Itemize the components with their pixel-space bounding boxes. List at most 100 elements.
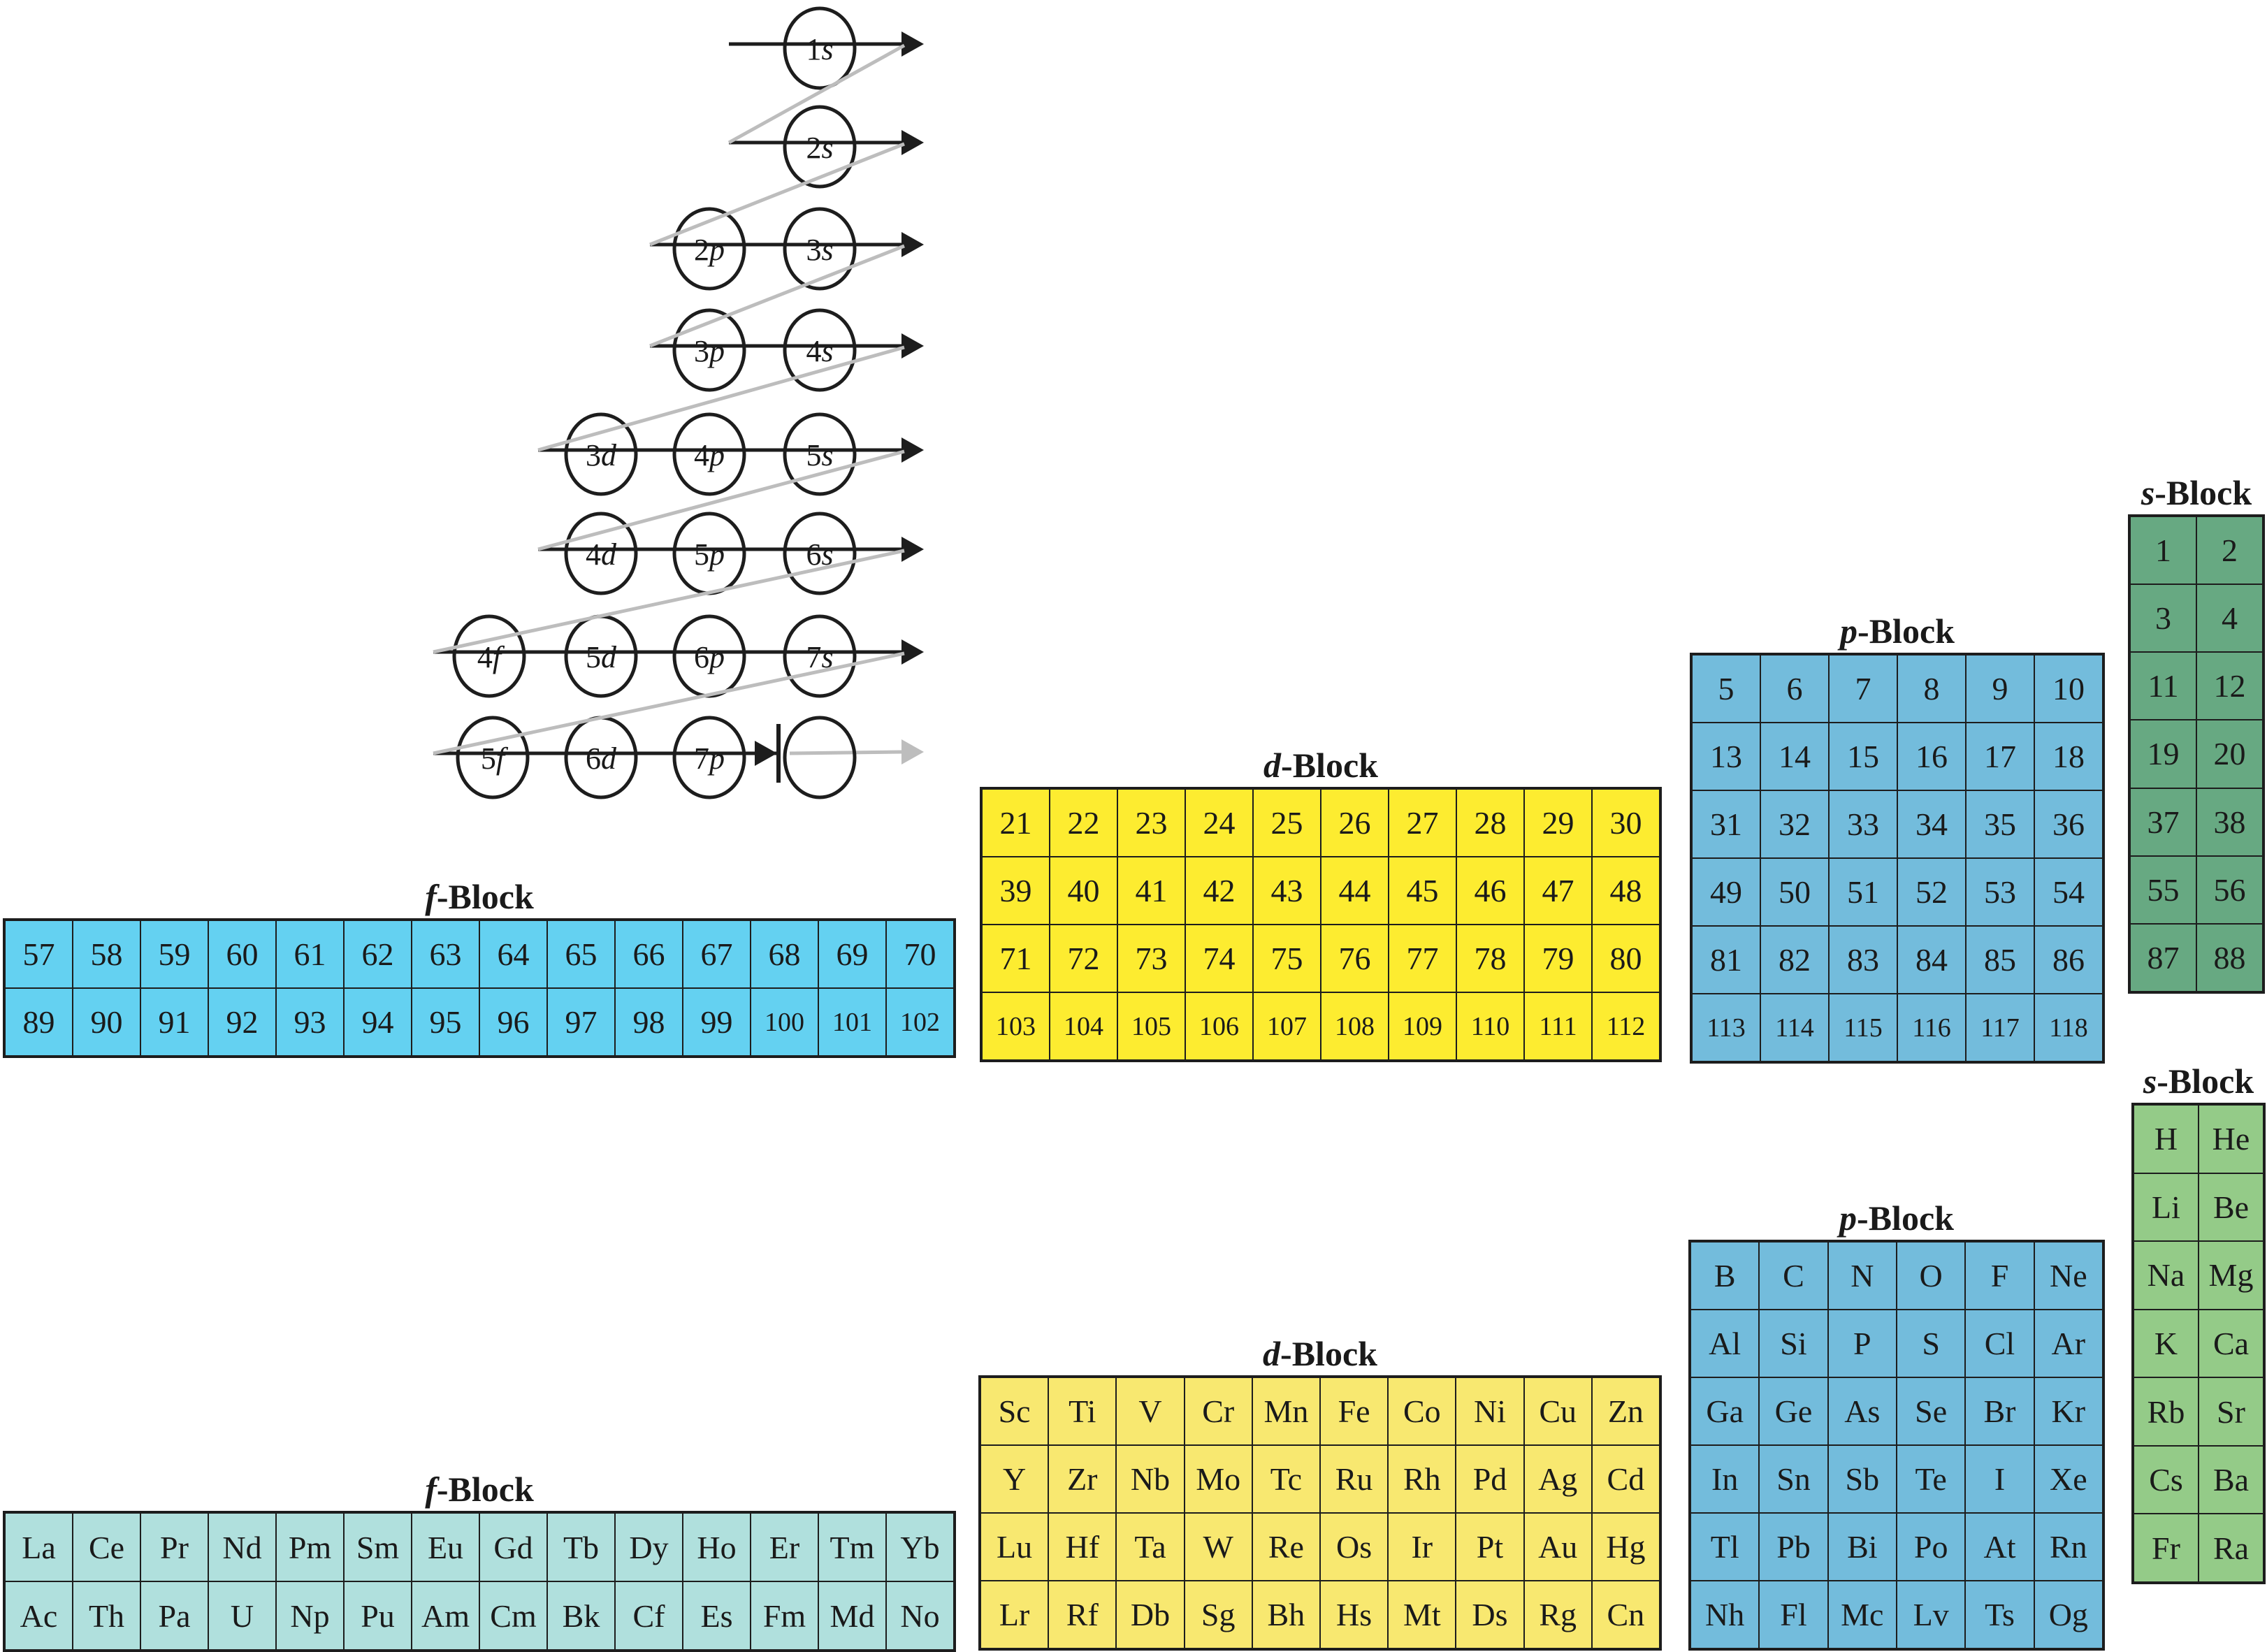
block-title-rest: -Block xyxy=(1280,1334,1377,1373)
element-cell: 89 xyxy=(5,988,73,1056)
orbital-circle xyxy=(783,412,857,496)
element-cell: Sb xyxy=(1827,1445,1897,1513)
element-cell: 108 xyxy=(1321,992,1389,1060)
element-cell: 117 xyxy=(1966,994,2034,1062)
element-cell: Re xyxy=(1252,1513,1320,1581)
element-cell: 43 xyxy=(1253,857,1321,925)
element-cell: 18 xyxy=(2034,723,2103,790)
element-cell: Pa xyxy=(140,1581,208,1650)
element-cell: Db xyxy=(1116,1581,1185,1649)
zigzag-connector xyxy=(433,549,905,654)
element-cell: 26 xyxy=(1321,789,1389,857)
element-cell: Tb xyxy=(547,1513,615,1581)
orbital-label: 7p xyxy=(694,741,725,776)
element-cell: Ar xyxy=(2034,1310,2103,1377)
element-cell: Ti xyxy=(1048,1377,1117,1445)
element-cell: 54 xyxy=(2034,858,2103,926)
element-cell: Gd xyxy=(479,1513,547,1581)
element-cell: 13 xyxy=(1692,723,1760,790)
element-cell: Tm xyxy=(818,1513,886,1581)
orbital-label: 3s xyxy=(806,233,833,267)
element-cell: Rb xyxy=(2134,1377,2199,1446)
element-cell: Tc xyxy=(1252,1445,1320,1513)
element-cell: 32 xyxy=(1760,790,1829,858)
element-cell: 116 xyxy=(1897,994,1966,1062)
element-cell: 85 xyxy=(1966,926,2034,994)
element-cell: 65 xyxy=(547,920,615,988)
element-cell: Sc xyxy=(980,1377,1049,1445)
element-cell: Bk xyxy=(547,1581,615,1650)
element-cell: 105 xyxy=(1117,992,1185,1060)
element-cell: 99 xyxy=(683,988,751,1056)
orbital-circle xyxy=(564,412,638,496)
element-cell: 88 xyxy=(2196,923,2263,992)
element-cell: 74 xyxy=(1185,925,1253,992)
element-cell: Mt xyxy=(1388,1581,1456,1649)
arrow-head-icon xyxy=(901,130,924,155)
element-cell: 45 xyxy=(1389,857,1456,925)
element-cell: C xyxy=(1759,1242,1828,1310)
element-cell: At xyxy=(1965,1513,2034,1581)
element-cell: 97 xyxy=(547,988,615,1056)
element-cell: 106 xyxy=(1185,992,1253,1060)
next-arrow-line xyxy=(789,750,902,755)
element-cell: 113 xyxy=(1692,994,1760,1062)
element-cell: 83 xyxy=(1829,926,1897,994)
element-cell: 64 xyxy=(479,920,547,988)
element-cell: Co xyxy=(1388,1377,1456,1445)
element-cell: 90 xyxy=(73,988,140,1056)
element-cell: Tl xyxy=(1690,1513,1760,1581)
element-cell: Na xyxy=(2134,1241,2199,1310)
element-cell: 10 xyxy=(2034,655,2103,723)
element-cell: 27 xyxy=(1389,789,1456,857)
element-cell: 114 xyxy=(1760,994,1829,1062)
element-cell: Li xyxy=(2134,1173,2199,1242)
element-cell: 93 xyxy=(276,988,344,1056)
element-cell: 81 xyxy=(1692,926,1760,994)
element-cell: Ba xyxy=(2199,1445,2264,1514)
block-title-letter: p xyxy=(1840,611,1858,651)
element-cell: 95 xyxy=(412,988,479,1056)
zigzag-connector xyxy=(537,449,905,551)
block-title-letter: f xyxy=(425,1470,437,1509)
element-cell: K xyxy=(2134,1309,2199,1378)
element-cell: Po xyxy=(1897,1513,1966,1581)
element-cell: 48 xyxy=(1592,857,1660,925)
element-cell: Fl xyxy=(1759,1581,1828,1649)
element-cell: 31 xyxy=(1692,790,1760,858)
element-cell: 69 xyxy=(818,920,886,988)
element-cell: Ts xyxy=(1965,1581,2034,1649)
element-cell: Cn xyxy=(1591,1581,1660,1649)
element-cell: Ga xyxy=(1690,1377,1760,1445)
element-cell: 30 xyxy=(1592,789,1660,857)
element-cell: Cd xyxy=(1591,1445,1660,1513)
element-cell: 98 xyxy=(615,988,683,1056)
element-cell: Au xyxy=(1523,1513,1592,1581)
orbital-label: 5d xyxy=(586,640,617,674)
element-cell: Cl xyxy=(1965,1310,2034,1377)
element-cell: La xyxy=(5,1513,73,1581)
element-cell: 111 xyxy=(1524,992,1592,1060)
element-cell: 6 xyxy=(1760,655,1829,723)
element-cell: 39 xyxy=(982,857,1050,925)
element-cell: Rg xyxy=(1523,1581,1592,1649)
element-cell: 72 xyxy=(1050,925,1117,992)
element-cell: 38 xyxy=(2196,788,2263,856)
orbital-circle xyxy=(672,412,746,496)
element-cell: Og xyxy=(2034,1581,2103,1649)
element-cell: S xyxy=(1897,1310,1966,1377)
element-cell: U xyxy=(208,1581,276,1650)
block-title: d-Block xyxy=(980,748,1662,783)
element-cell: 9 xyxy=(1966,655,2034,723)
element-cell: Ra xyxy=(2199,1514,2264,1582)
zigzag-connector xyxy=(537,345,905,452)
block-title: s-Block xyxy=(2131,1064,2266,1099)
element-cell: 16 xyxy=(1897,723,1966,790)
